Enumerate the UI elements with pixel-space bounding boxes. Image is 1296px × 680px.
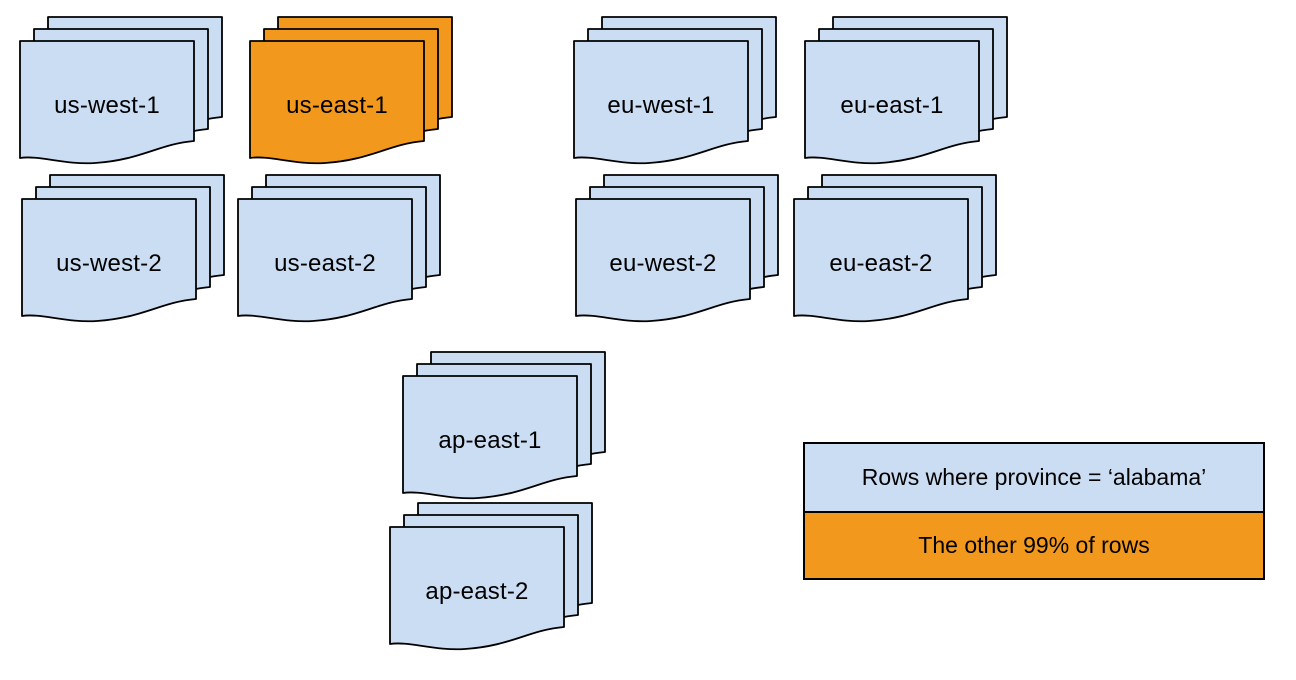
legend-item-alabama-rows: Rows where province = ‘alabama’ <box>805 444 1263 511</box>
region-label: eu-west-1 <box>607 92 715 119</box>
document-stack-eu-west-2: eu-west-2 <box>575 174 781 329</box>
region-label: ap-east-1 <box>438 427 542 454</box>
region-label: us-west-1 <box>54 92 160 119</box>
document-stack-ap-east-2: ap-east-2 <box>389 502 595 657</box>
document-stack-us-west-1: us-west-1 <box>19 16 225 171</box>
document-stack-eu-west-1: eu-west-1 <box>573 16 779 171</box>
document-stack-us-east-2: us-east-2 <box>237 174 443 329</box>
legend-label: Rows where province = ‘alabama’ <box>861 464 1207 490</box>
region-label: eu-west-2 <box>609 250 717 277</box>
region-label: us-east-2 <box>274 250 376 277</box>
legend-item-other-rows: The other 99% of rows <box>805 511 1263 578</box>
legend: Rows where province = ‘alabama’ The othe… <box>803 442 1265 580</box>
region-label: us-east-1 <box>286 92 388 119</box>
region-label: eu-east-1 <box>840 92 944 119</box>
legend-label: The other 99% of rows <box>918 532 1150 558</box>
document-stack-us-west-2: us-west-2 <box>21 174 227 329</box>
region-label: eu-east-2 <box>829 250 933 277</box>
region-label: ap-east-2 <box>425 578 529 605</box>
region-label: us-west-2 <box>56 250 162 277</box>
document-stack-us-east-1: us-east-1 <box>249 16 455 171</box>
document-stack-eu-east-2: eu-east-2 <box>793 174 999 329</box>
document-stack-eu-east-1: eu-east-1 <box>804 16 1010 171</box>
document-stack-ap-east-1: ap-east-1 <box>402 351 608 506</box>
